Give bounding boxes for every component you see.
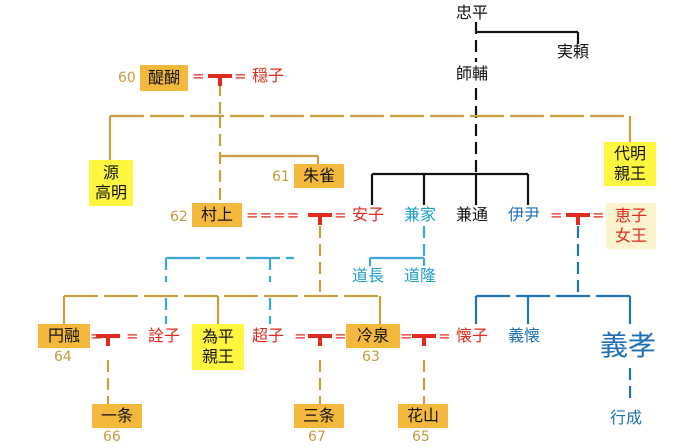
emperor-murakami-label: 村上 [200, 205, 233, 224]
person-minamoto-takaakira: 源 高明 [89, 160, 133, 206]
person-yoakira: 代明 親王 [604, 142, 656, 186]
person-anshi: 安子 [352, 205, 385, 224]
marriage-sign: = [90, 327, 104, 345]
marriage-sign: = [592, 206, 606, 224]
person-kanemichi: 兼通 [456, 205, 489, 224]
emperor-enyu-label: 円融 [47, 326, 80, 345]
person-keishi: 恵子 女王 [606, 203, 656, 249]
person-yoshichika: 義懐 [508, 326, 541, 345]
emperor-reizei-label: 冷泉 [356, 326, 389, 345]
emperor-daigo-label: 醍醐 [147, 68, 180, 87]
emperor-enyu: 円融 [38, 324, 90, 348]
person-choshi: 超子 [252, 326, 285, 345]
person-michinaga: 道長 [352, 266, 385, 285]
marriage-sign: = [334, 206, 348, 224]
marriage-marks [96, 74, 590, 346]
person-sanenori: 実頼 [557, 42, 590, 61]
kaneie-lines [164, 226, 426, 324]
marriage-sign: = [334, 327, 348, 345]
marriage-sign-long: ==== [246, 206, 301, 224]
emperor-number-enyu: 64 [54, 349, 72, 365]
person-onshi: 穏子 [252, 66, 285, 85]
emperor-kazan-label: 花山 [406, 406, 439, 425]
marriage-sign: = [400, 327, 414, 345]
emperor-suzaku-label: 朱雀 [302, 166, 335, 185]
emperor-number-reizei: 63 [362, 349, 380, 365]
emperor-reizei: 冷泉 [346, 324, 400, 348]
person-kaishi: 懐子 [456, 326, 489, 345]
emperor-number-sanjo: 67 [308, 429, 326, 445]
emperor-number-daigo: 60 [118, 70, 136, 86]
person-kaneie: 兼家 [404, 205, 437, 224]
marriage-sign: = [438, 327, 452, 345]
person-yoshitaka: 義孝 [600, 329, 657, 362]
marriage-sign: = [550, 206, 564, 224]
tadahira-lines [370, 22, 580, 205]
emperor-kazan: 花山 [398, 404, 448, 428]
person-tamehira: 為平 親王 [192, 324, 244, 370]
emperor-daigo: 醍醐 [140, 65, 188, 91]
marriage-sign: = [234, 67, 248, 85]
person-senshi: 詮子 [148, 326, 181, 345]
person-tadahira: 忠平 [456, 3, 489, 22]
person-yukinari: 行成 [610, 408, 643, 427]
emperor-ichijo-label: 一条 [100, 406, 133, 425]
imperial-lines [62, 84, 632, 404]
person-michitaka: 道隆 [404, 266, 437, 285]
marriage-sign: = [192, 67, 206, 85]
emperor-number-suzaku: 61 [272, 169, 290, 185]
marriage-sign: = [294, 327, 308, 345]
person-koretada: 伊尹 [508, 205, 541, 224]
emperor-number-kazan: 65 [412, 429, 430, 445]
emperor-sanjo-label: 三条 [302, 406, 335, 425]
marriage-sign: = [126, 327, 140, 345]
emperor-murakami: 村上 [192, 203, 242, 227]
person-morosuke: 師輔 [456, 64, 489, 83]
emperor-number-ichijo: 66 [103, 429, 121, 445]
koretada-lines [474, 226, 632, 404]
emperor-number-murakami: 62 [170, 209, 188, 225]
emperor-ichijo: 一条 [92, 404, 142, 428]
emperor-sanjo: 三条 [294, 404, 344, 428]
emperor-suzaku: 朱雀 [294, 164, 344, 188]
